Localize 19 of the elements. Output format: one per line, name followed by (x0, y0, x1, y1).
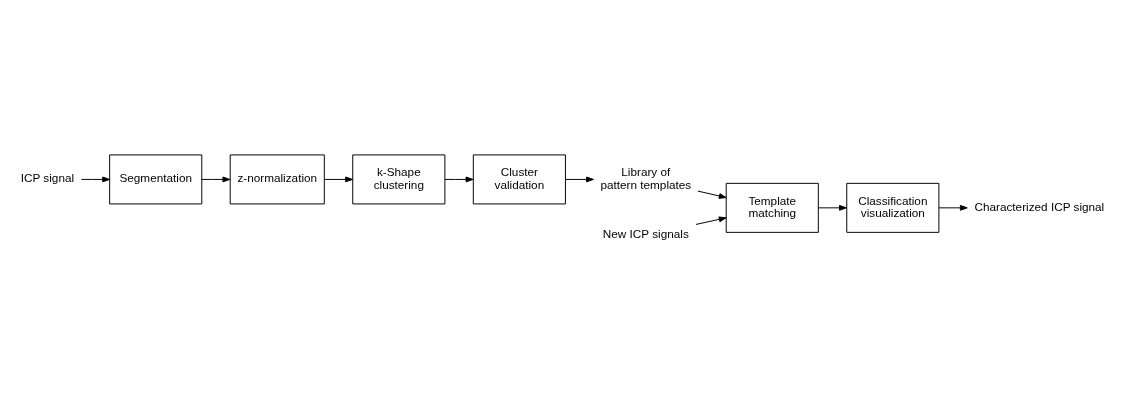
arrow (938, 204, 968, 211)
arrow (565, 176, 594, 183)
node-box: z-normalization (229, 154, 325, 205)
arrow (324, 176, 353, 183)
node-text: ICP signal (20, 171, 75, 185)
arrow (697, 190, 727, 199)
node-text: Library of pattern templates (600, 165, 692, 191)
node-box: Classification visualization (846, 182, 940, 233)
arrow (444, 176, 474, 183)
arrow (695, 216, 727, 225)
node-box: Template matching (725, 182, 819, 233)
node-text: Characterized ICP signal (974, 199, 1105, 213)
arrow (817, 204, 847, 211)
node-box: Cluster validation (472, 154, 566, 205)
node-box: k-Shape clustering (352, 154, 446, 205)
node-text: New ICP signals (602, 227, 689, 241)
arrow (201, 176, 231, 183)
arrow (80, 176, 111, 183)
node-box: Segmentation (109, 154, 203, 205)
